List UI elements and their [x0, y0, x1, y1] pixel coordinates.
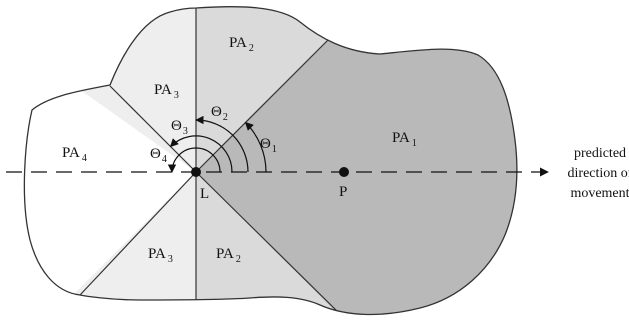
label-theta4: Θ4 — [150, 146, 167, 165]
point-l — [191, 167, 201, 177]
arc-theta4 — [167, 147, 221, 173]
boundary-pa1-bottom — [195, 171, 339, 313]
boundary-lines — [79, 6, 346, 315]
boundary-pa3-top — [109, 85, 197, 173]
area-outline — [23, 6, 518, 316]
region-pa3-bottom — [24, 172, 196, 315]
boundary-pa1-top — [195, 22, 346, 173]
label-point-l: L — [200, 186, 209, 202]
arc-theta3 — [169, 135, 233, 173]
caption-line-3: movement — [570, 186, 629, 201]
region-pa2-top — [196, 6, 345, 172]
label-theta2: Θ2 — [211, 104, 228, 123]
label-theta1: Θ1 — [260, 136, 277, 155]
caption-line-2: direction of — [568, 166, 629, 181]
point-p — [339, 167, 349, 177]
label-point-p: P — [339, 184, 347, 200]
caption-line-1: predicted — [574, 146, 626, 161]
angle-arcs — [167, 115, 267, 173]
label-theta3: Θ3 — [171, 118, 188, 137]
arc-theta1 — [244, 121, 267, 173]
boundary-pa3-bottom — [79, 171, 197, 296]
arc-theta2 — [195, 115, 249, 173]
